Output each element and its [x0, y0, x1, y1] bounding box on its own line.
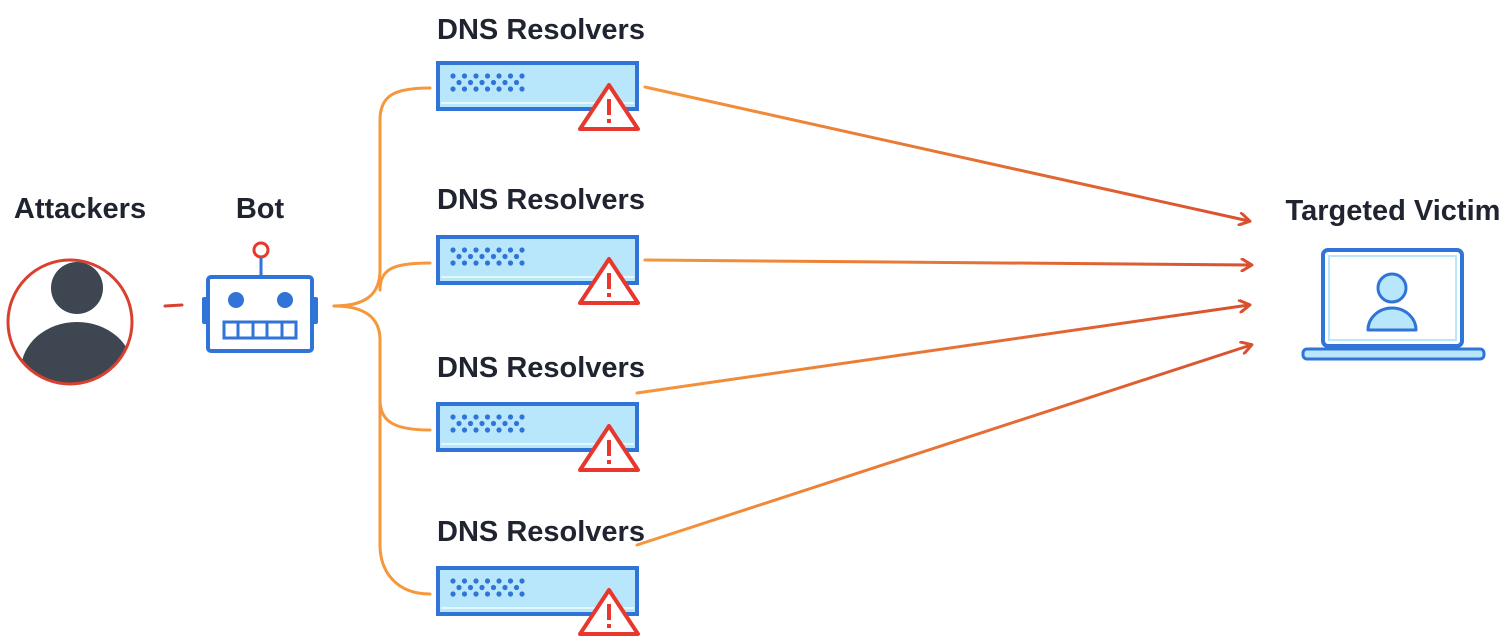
user-icon [6, 258, 134, 386]
warning-icon [578, 588, 640, 636]
warning-icon [578, 257, 640, 305]
server-icon [436, 566, 639, 616]
attackers-node: Attackers [6, 193, 146, 386]
attack-arrow [643, 85, 1249, 221]
dns-resolver-label: DNS Resolvers [437, 184, 645, 216]
warning-icon [578, 83, 640, 131]
dns-resolver-node: DNS Resolvers [436, 14, 645, 131]
victim-label: Targeted Victim [1286, 195, 1501, 227]
laptop-user-icon [1301, 248, 1486, 361]
dns-resolver-label: DNS Resolvers [437, 14, 645, 46]
warning-icon [578, 424, 640, 472]
attack-arrow [643, 260, 1251, 265]
server-icon [436, 402, 639, 452]
attack-arrow [635, 305, 1249, 395]
attackers-label: Attackers [14, 193, 146, 225]
victim-node: Targeted Victim [1286, 195, 1501, 361]
dns-resolver-node: DNS Resolvers [436, 352, 645, 472]
dns-resolver-node: DNS Resolvers [436, 516, 645, 636]
dns-resolver-node: DNS Resolvers [436, 184, 645, 305]
bot-node: Bot [202, 193, 318, 353]
dns-resolver-label: DNS Resolvers [437, 516, 645, 548]
attack-arrow [635, 345, 1251, 547]
dns-resolver-label: DNS Resolvers [437, 352, 645, 384]
bot-label: Bot [236, 193, 285, 225]
robot-icon [202, 241, 318, 353]
bot-resolver-links [332, 86, 432, 596]
attack-arrows [635, 85, 1251, 547]
attacker-bot-link [163, 303, 184, 308]
